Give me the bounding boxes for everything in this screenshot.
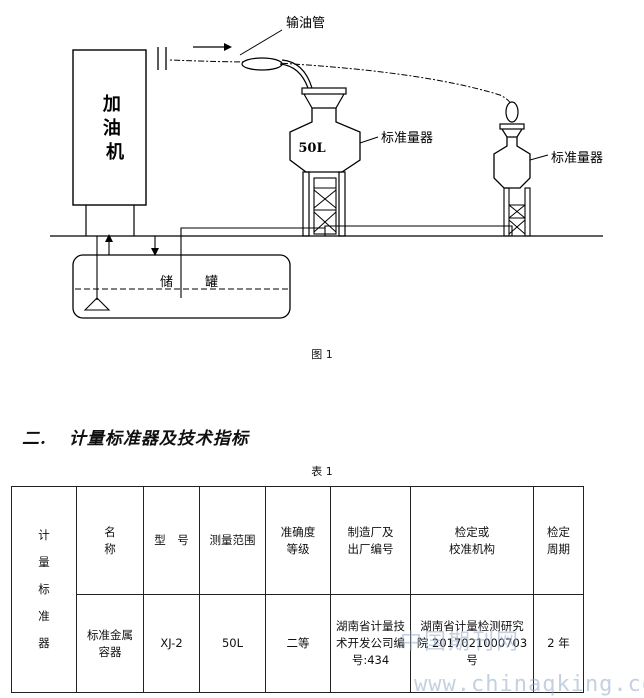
data-cell: 二等 (265, 594, 331, 693)
header-cell: 检定 周期 (533, 486, 584, 595)
nozzle-head (241, 57, 283, 71)
data-cell: 湖南省计量检测研究 院 2017021000703 号 (410, 594, 534, 693)
volume-label: 50L (298, 141, 325, 156)
flow-arrow-icon (224, 43, 232, 51)
watermark-url: www.chinaqking.com (414, 672, 644, 697)
table-header-row: 计 量 标 准 器 名 称 型 号 测量范围 准确度 等级 制造厂及 出厂编号 … (11, 486, 584, 693)
storage-tank (72, 254, 291, 319)
pipe-label: 输油管 (286, 15, 325, 31)
dispenser-char-3: 机 (106, 142, 124, 163)
data-cell: 标准金属 容器 (76, 594, 144, 693)
standard-vessel-right (493, 101, 531, 237)
row-header-cell: 计 量 标 准 器 (11, 486, 77, 693)
dispenser-char-1: 加 (102, 94, 121, 115)
fuel-pipe-line (169, 59, 513, 107)
header-cell: 名 称 (76, 486, 144, 595)
up-arrow-icon (105, 234, 113, 242)
dispenser-label: 加 油 机 (102, 94, 127, 163)
header-cell: 检定或 校准机构 (410, 486, 534, 595)
standards-table: 计 量 标 准 器 名 称 型 号 测量范围 准确度 等级 制造厂及 出厂编号 … (11, 486, 584, 693)
header-cell: 制造厂及 出厂编号 (330, 486, 411, 595)
section-title: 计量标准器及技术指标 (68, 429, 249, 449)
data-cell: XJ-2 (143, 594, 200, 693)
suction-float-icon (83, 297, 111, 311)
data-cell: 湖南省计量技 术开发公司编 号:434 (330, 594, 411, 693)
standard-right-label: 标准量器 (551, 151, 603, 166)
return-pipe (180, 227, 325, 298)
down-arrow-icon (151, 248, 159, 256)
standard-left-label: 标准量器 (381, 131, 433, 146)
data-cell: 2 年 (533, 594, 584, 693)
data-cell: 50L (199, 594, 266, 693)
section-number: 二. (22, 429, 47, 449)
header-cell: 测量范围 (199, 486, 266, 595)
table-caption: 表 1 (311, 465, 333, 478)
standard-vessel-left (289, 87, 361, 237)
table-data-row: 标准金属 容器 XJ-2 50L 二等 湖南省计量技 术开发公司编 号:434 … (12, 594, 584, 693)
tank-char-1: 储 (160, 275, 173, 290)
tank-char-2: 罐 (205, 275, 218, 290)
watermark-text: 中国期刊网 (400, 630, 521, 655)
return-pipe-top (324, 225, 513, 236)
dispenser-char-2: 油 (103, 117, 121, 139)
header-cell: 型 号 (143, 486, 200, 595)
header-cell: 准确度 等级 (265, 486, 331, 595)
section-heading: 二. 计量标准器及技术指标 (22, 424, 249, 449)
fuel-dispenser (72, 49, 147, 236)
figure-caption: 图 1 (311, 348, 333, 361)
measurement-setup-diagram: 加 油 机 输油管 50L 标准量器 (50, 15, 603, 319)
